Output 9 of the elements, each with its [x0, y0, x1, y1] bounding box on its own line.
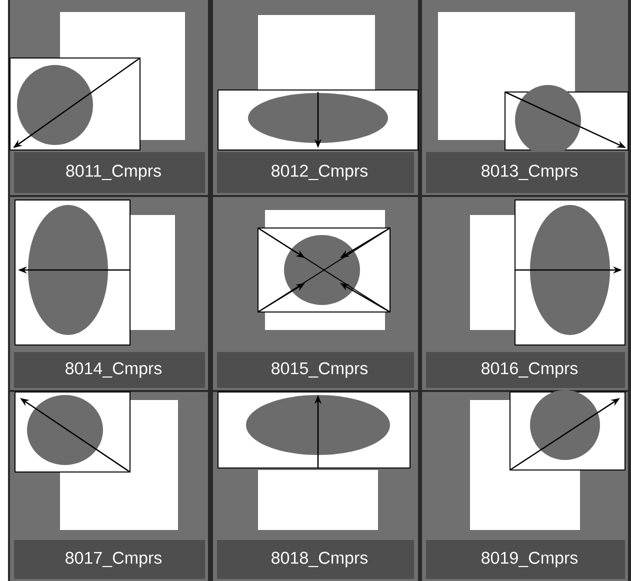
tile-label: 8013_Cmprs: [426, 152, 625, 193]
tile-label: 8012_Cmprs: [217, 152, 414, 193]
tile-label: 8018_Cmprs: [217, 540, 414, 579]
tile-label: 8014_Cmprs: [14, 352, 205, 388]
tile-label: 8017_Cmprs: [14, 540, 205, 579]
tile-label: 8011_Cmprs: [14, 152, 205, 193]
tile-label: 8016_Cmprs: [426, 352, 625, 388]
tile-label: 8019_Cmprs: [426, 540, 625, 579]
tile-label: 8015_Cmprs: [217, 352, 414, 388]
